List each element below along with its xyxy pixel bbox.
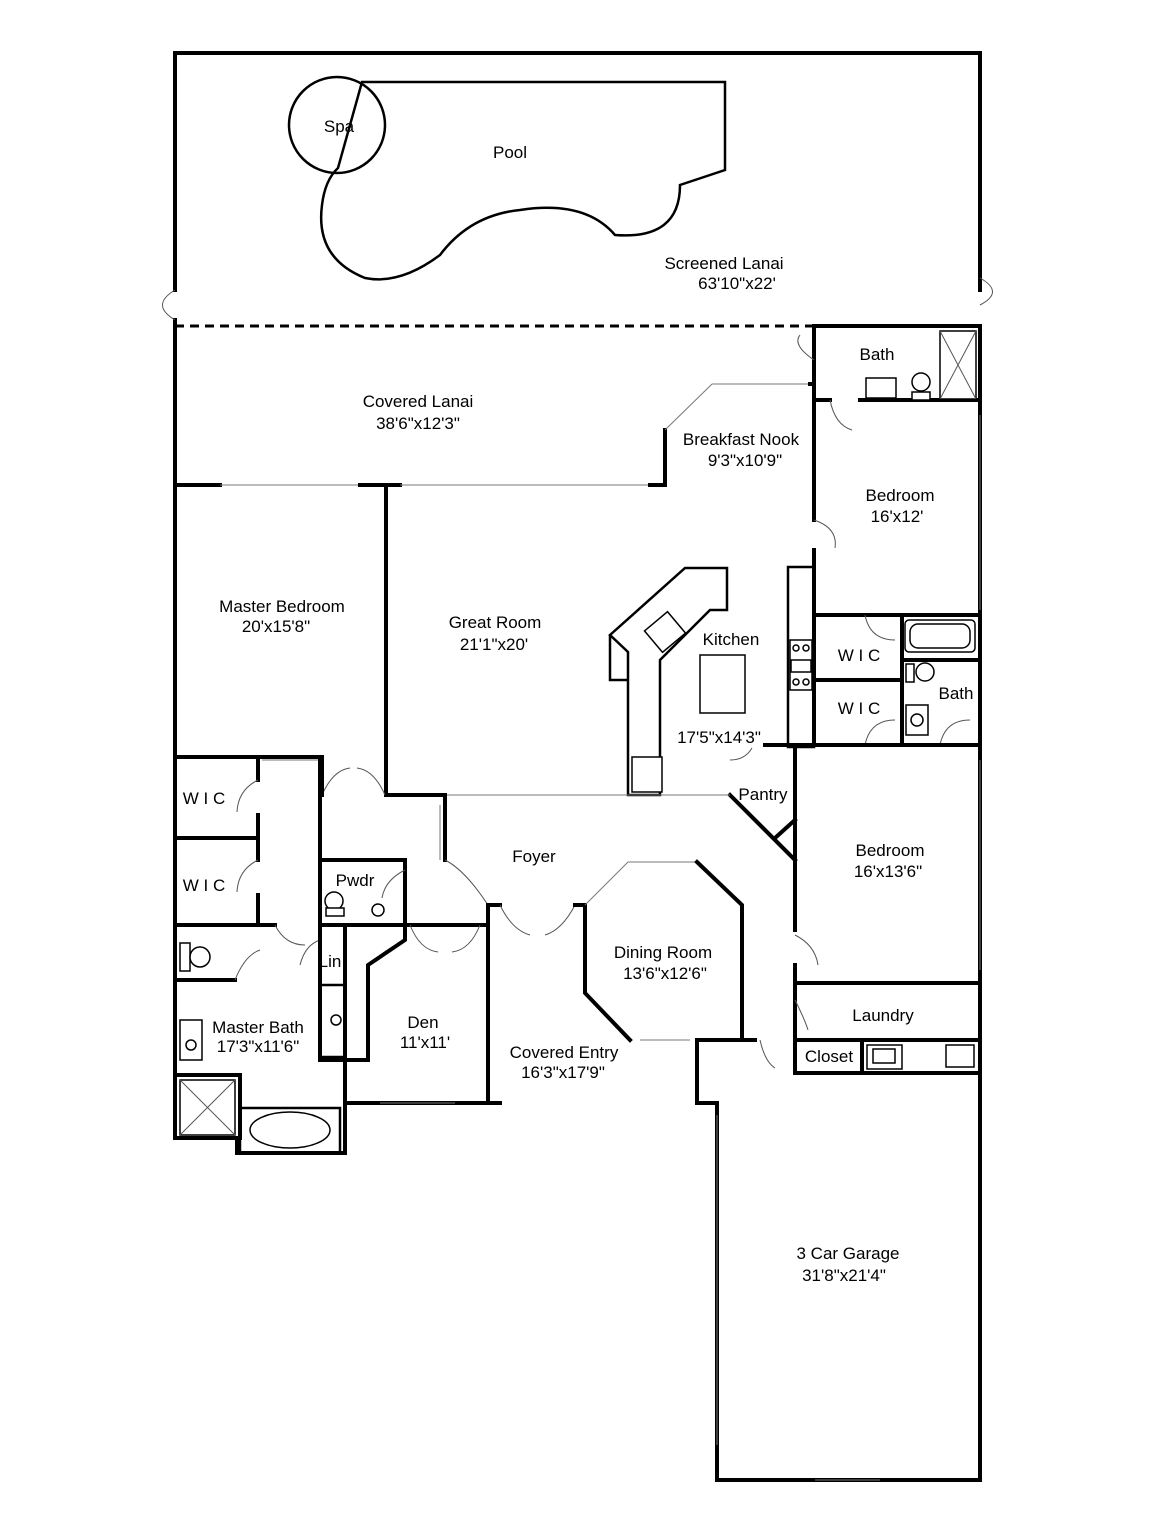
label-pantry: Pantry — [738, 785, 788, 804]
size-garage: 31'8"x21'4" — [802, 1266, 886, 1285]
pantry-walls — [727, 743, 982, 863]
size-dining-room: 13'6"x12'6" — [623, 964, 707, 983]
size-covered-entry: 16'3"x17'9" — [521, 1063, 605, 1082]
label-bedroom-mid-right: Bedroom — [856, 841, 925, 860]
kitchen-area — [608, 565, 816, 797]
label-wic-right-1: W I C — [838, 646, 881, 665]
label-spa: Spa — [324, 117, 355, 136]
screened-lanai-area — [162, 51, 993, 328]
label-covered-entry: Covered Entry — [510, 1043, 619, 1062]
label-pool: Pool — [493, 143, 527, 162]
label-wic-left-2: W I C — [183, 876, 226, 895]
label-laundry: Laundry — [852, 1006, 914, 1025]
size-great-room: 21'1"x20' — [460, 635, 528, 654]
label-pwdr: Pwdr — [336, 871, 375, 890]
size-bedroom-mid-right: 16'x13'6" — [854, 862, 922, 881]
label-covered-lanai: Covered Lanai — [363, 392, 474, 411]
label-wic-right-2: W I C — [838, 699, 881, 718]
size-screened-lanai: 63'10"x22' — [698, 274, 776, 293]
size-bedroom-top-right: 16'x12' — [871, 507, 924, 526]
bath-top-walls — [797, 324, 982, 431]
size-master-bedroom: 20'x15'8" — [242, 617, 310, 636]
label-master-bedroom: Master Bedroom — [219, 597, 345, 616]
dining-room-walls — [486, 859, 757, 1105]
label-great-room: Great Room — [449, 613, 542, 632]
label-bath-top: Bath — [860, 345, 895, 364]
spa-outline — [287, 75, 387, 175]
size-master-bath: 17'3"x11'6" — [217, 1037, 300, 1056]
label-bath-right: Bath — [939, 684, 974, 703]
label-garage: 3 Car Garage — [797, 1244, 900, 1263]
label-foyer: Foyer — [512, 847, 556, 866]
label-den: Den — [407, 1013, 438, 1032]
master-suite-walls — [173, 755, 347, 1155]
kitchen-island — [699, 654, 746, 714]
laundry-block — [759, 858, 982, 1075]
room-labels: Spa Pool Screened Lanai 63'10"x22' Cover… — [183, 117, 974, 1285]
label-kitchen: Kitchen — [703, 630, 760, 649]
label-dining-room: Dining Room — [614, 943, 712, 962]
label-screened-lanai: Screened Lanai — [664, 254, 783, 273]
size-den: 11'x11' — [400, 1033, 450, 1052]
center-small-rooms — [318, 793, 490, 1105]
label-master-bath: Master Bath — [212, 1018, 304, 1037]
label-breakfast-nook: Breakfast Nook — [683, 430, 800, 449]
size-breakfast-nook: 9'3"x10'9" — [708, 451, 782, 470]
label-wic-left-1: W I C — [183, 789, 226, 808]
great-room-walls — [173, 483, 730, 797]
label-lin: Lin — [319, 952, 342, 971]
size-kitchen: 17'5"x14'3" — [677, 728, 761, 747]
label-closet: Closet — [805, 1047, 853, 1066]
size-covered-lanai: 38'6"x12'3" — [376, 414, 460, 433]
lanai-wall — [173, 382, 816, 487]
pool-outline — [319, 80, 727, 281]
label-bedroom-top-right: Bedroom — [866, 486, 935, 505]
